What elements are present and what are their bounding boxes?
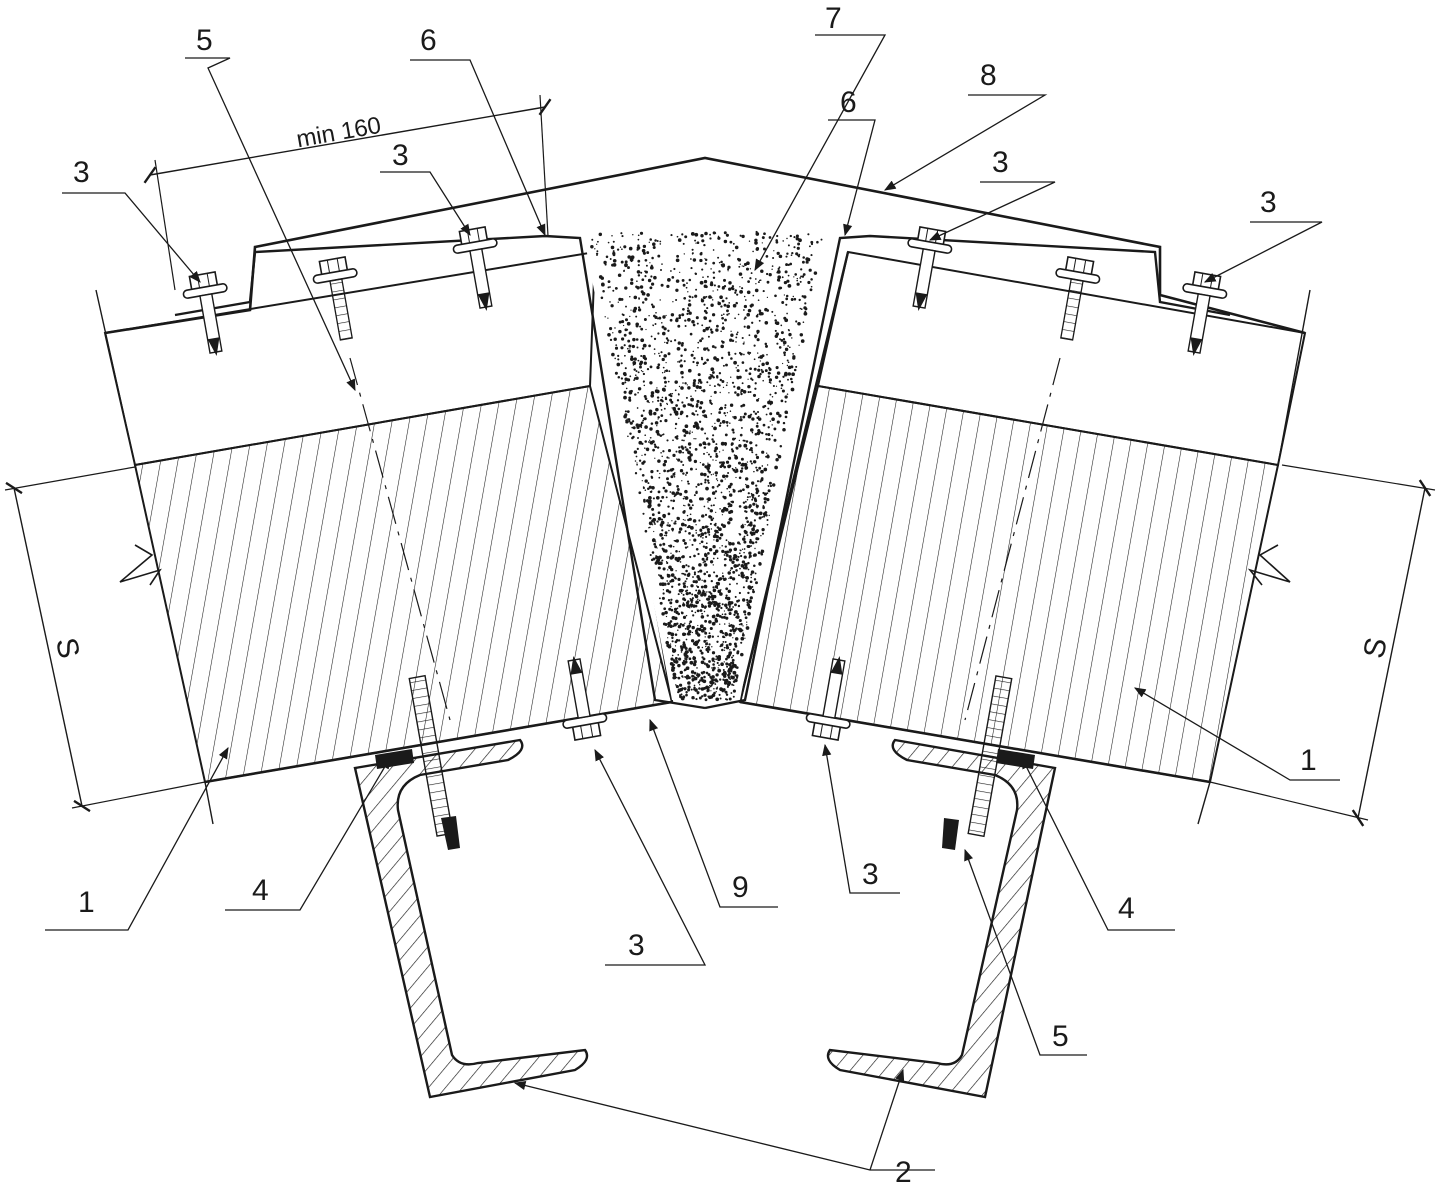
callout-4-left: 4 xyxy=(252,874,269,907)
top-flashing-right xyxy=(704,234,1231,710)
callout-2: 2 xyxy=(895,1156,912,1189)
callout-6-left: 6 xyxy=(420,24,437,57)
callout-labels: 3 5 6 3 7 8 6 3 3 1 4 3 5 2 3 9 4 1 xyxy=(73,2,1317,1189)
right-sandwich-panel xyxy=(738,250,1311,825)
callout-3-bottom-center: 3 xyxy=(628,929,645,962)
callout-5-top: 5 xyxy=(196,24,213,57)
dimension-s-left-label: S xyxy=(49,635,85,661)
dimension-s-right-label: S xyxy=(1357,635,1393,661)
callout-6-right: 6 xyxy=(840,86,857,119)
callout-8: 8 xyxy=(980,59,997,92)
purlin-right xyxy=(826,738,1057,1099)
callout-1-right: 1 xyxy=(1300,744,1317,777)
callout-leaders xyxy=(45,34,1340,1171)
callout-1-left: 1 xyxy=(78,886,95,919)
callout-7: 7 xyxy=(825,2,842,35)
callout-5-bottom: 5 xyxy=(1052,1020,1069,1053)
purlin-left-section xyxy=(353,738,589,1099)
callout-4-right: 4 xyxy=(1118,892,1135,925)
callout-9: 9 xyxy=(732,871,749,904)
callout-3-bottom-right: 3 xyxy=(862,858,879,891)
callout-3-top-lm: 3 xyxy=(392,139,409,172)
dimension-min-160-label: min 160 xyxy=(294,112,383,153)
ridge-cap-flashing xyxy=(104,156,1306,335)
callout-3-top-rm: 3 xyxy=(992,146,1009,179)
purlin-left xyxy=(353,738,589,1099)
panel-screw-right xyxy=(942,254,1104,850)
panel-screw-left xyxy=(309,254,460,850)
callout-3-top-rr: 3 xyxy=(1260,186,1277,219)
foam-filler-zone xyxy=(583,230,830,702)
dimension-min-160: min 160 xyxy=(143,94,552,291)
purlin-right-section xyxy=(826,738,1057,1099)
callout-3-top-ll: 3 xyxy=(73,156,90,189)
